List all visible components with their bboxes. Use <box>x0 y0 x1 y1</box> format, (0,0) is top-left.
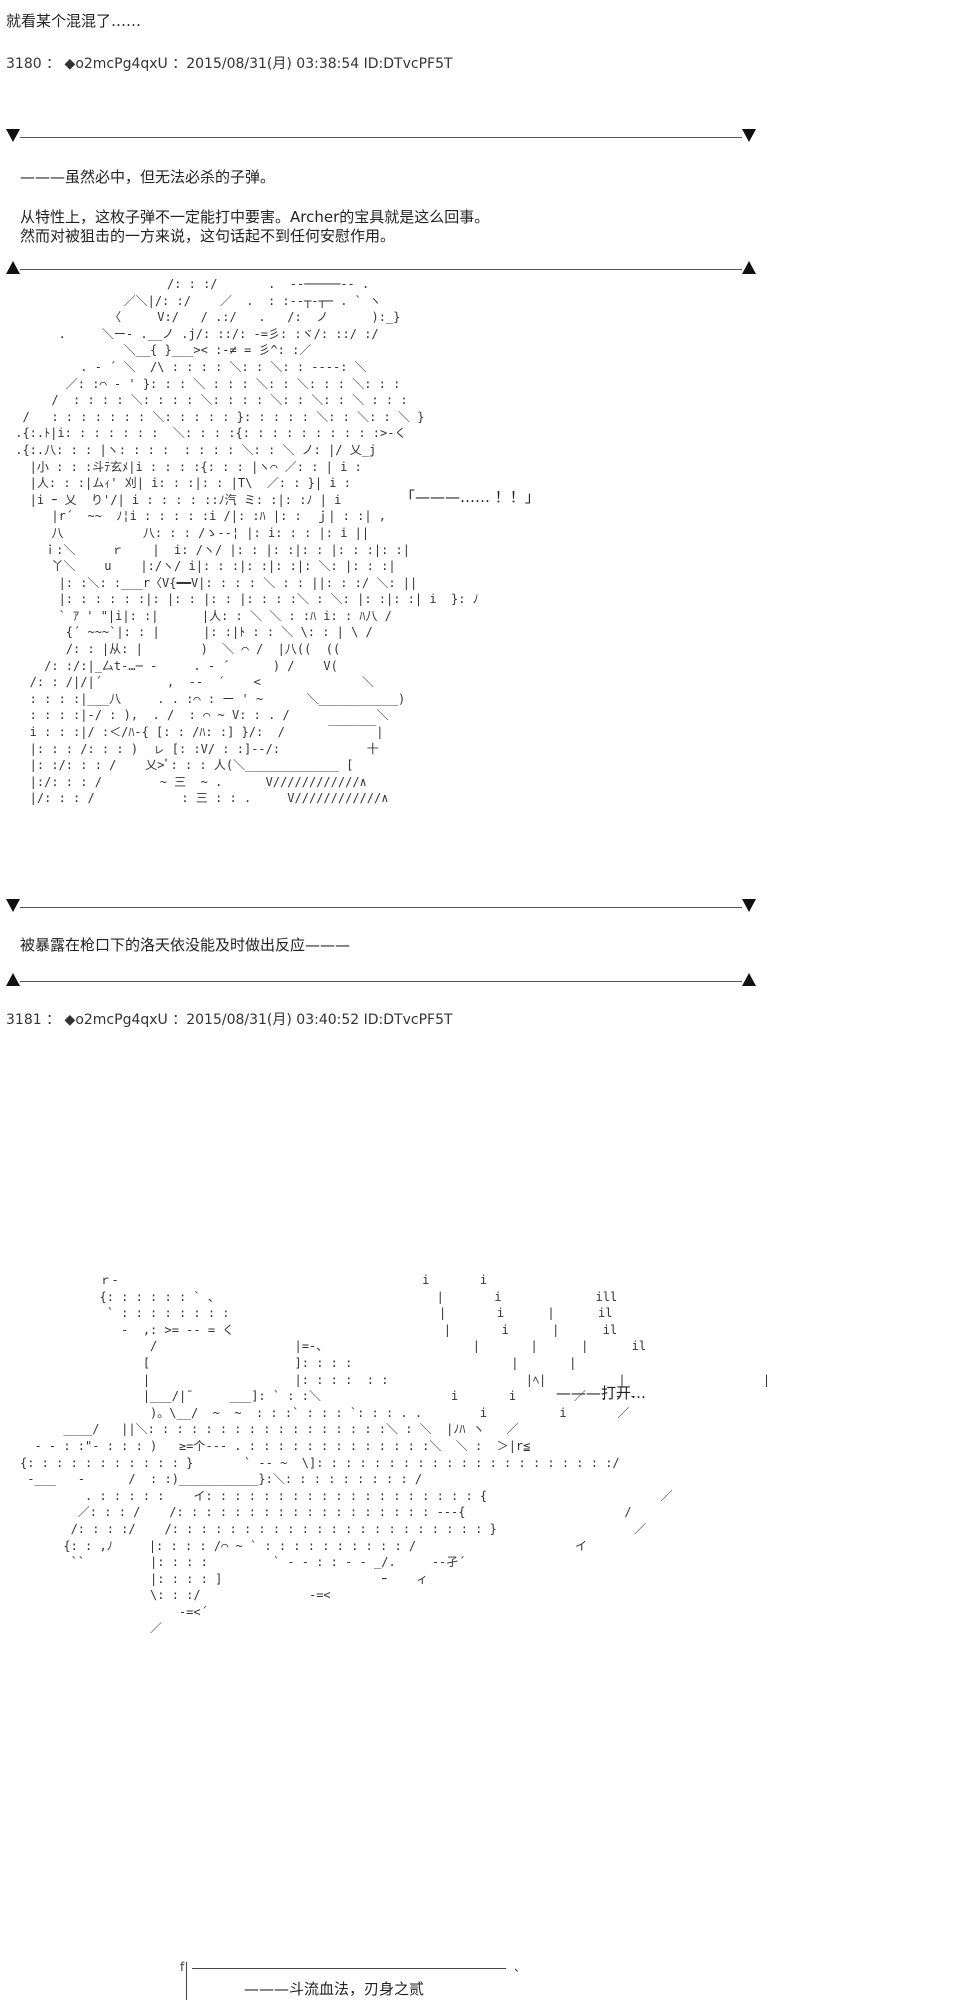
separator-up <box>6 260 756 280</box>
dialogue-text: ———斗流血法，刃身之贰 <box>244 1980 425 1998</box>
separator-line <box>20 137 742 138</box>
post-id[interactable]: ID:DTvcPF5T <box>363 1012 453 1028</box>
triangle-down-icon <box>6 899 20 912</box>
post-header: 3181 ： ◆o2mcPg4qxU ：2015/08/31(月) 03:40:… <box>6 1012 453 1030</box>
post-tripcode[interactable]: ◆o2mcPg4qxU <box>64 56 168 72</box>
triangle-up-icon <box>742 261 756 274</box>
narration-line: ———虽然必中，但无法必杀的子弹。 <box>20 168 276 186</box>
post-separator: ： <box>46 56 61 72</box>
frame-corner-mark: f <box>180 1960 185 1974</box>
speech-frame-top <box>192 1968 506 1969</box>
narration-line: 从特性上，这枚子弹不一定能打中要害。Archer的宝具就是这么回事。 <box>20 208 490 226</box>
separator-line <box>20 907 742 908</box>
separator-line <box>20 981 742 982</box>
post-id[interactable]: ID:DTvcPF5T <box>363 56 453 72</box>
separator-down <box>6 898 756 918</box>
ascii-art-figure: ｒ‐ i i {: : : : : : ` 、 | i ill ` : : : … <box>20 1273 771 1636</box>
triangle-down-icon <box>742 899 756 912</box>
post-tripcode[interactable]: ◆o2mcPg4qxU <box>64 1012 168 1028</box>
post-date: ：2015/08/31(月) 03:40:52 <box>172 1012 360 1028</box>
speech-frame-left <box>186 1962 187 2000</box>
ascii-art-figure: /: : :/ . -‐─────‐- . ／＼|/: :/ ／ . : :‐‐… <box>15 277 479 806</box>
post-separator: ： <box>46 1012 61 1028</box>
post-number: 3180 <box>6 56 42 72</box>
post-date: ：2015/08/31(月) 03:38:54 <box>172 56 360 72</box>
triangle-down-icon <box>6 129 20 142</box>
triangle-up-icon <box>6 973 20 986</box>
triangle-up-icon <box>742 973 756 986</box>
separator-down <box>6 128 756 148</box>
post-header: 3180 ： ◆o2mcPg4qxU ：2015/08/31(月) 03:38:… <box>6 56 453 74</box>
narration-line: 被暴露在枪口下的洛天依没能及时做出反应——— <box>20 936 351 954</box>
post-number: 3181 <box>6 1012 42 1028</box>
intro-line: 就看某个混混了…… <box>6 12 142 30</box>
dialogue-text: ———打开… <box>556 1384 647 1402</box>
narration-line: 然而对被狙击的一方来说，这句话起不到任何安慰作用。 <box>20 227 396 245</box>
triangle-down-icon <box>742 129 756 142</box>
dialogue-text: 「———…… ！！」 <box>400 488 540 506</box>
frame-corner-mark: 、 <box>514 1960 527 1974</box>
separator-line <box>20 269 742 270</box>
separator-up <box>6 972 756 992</box>
triangle-up-icon <box>6 261 20 274</box>
